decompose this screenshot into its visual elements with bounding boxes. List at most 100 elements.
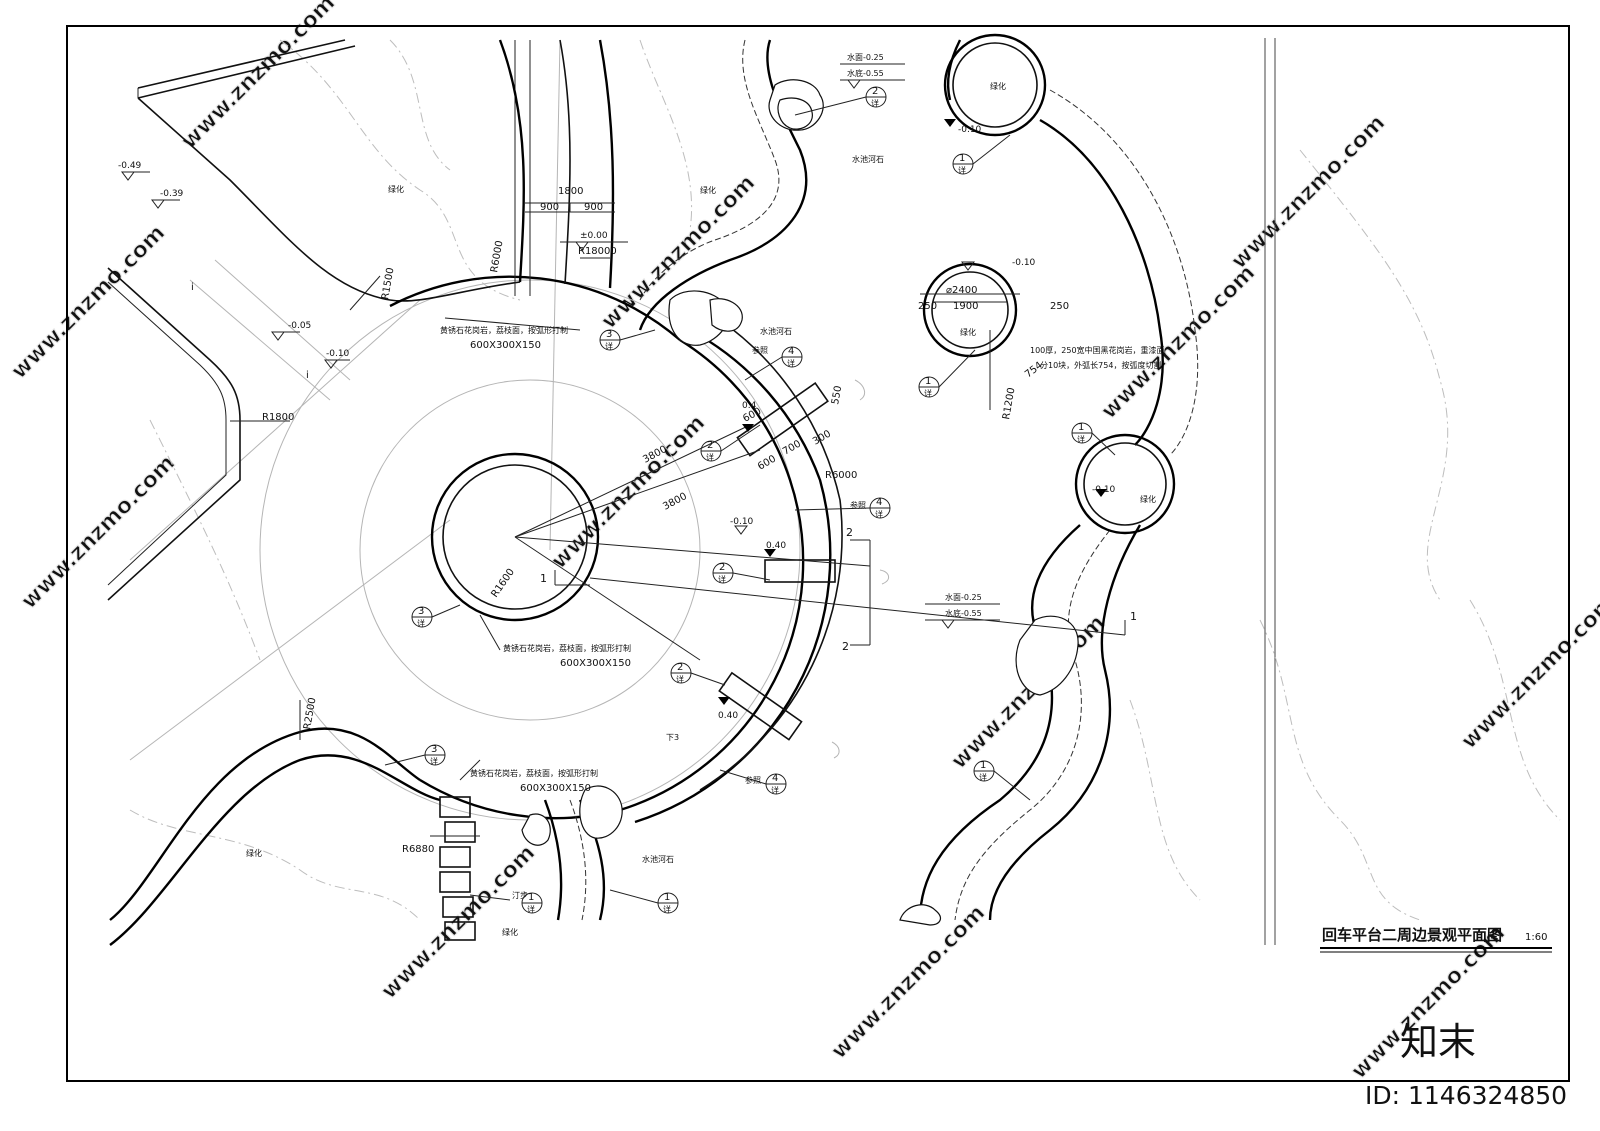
dimension-label: 900 xyxy=(584,202,603,213)
right-stream xyxy=(918,39,1199,921)
svg-text:详: 详 xyxy=(430,756,438,766)
dimension-label: 250 xyxy=(918,301,937,312)
dimension-label: 1900 xyxy=(953,301,978,312)
svg-text:详: 详 xyxy=(663,904,671,914)
elevation-label: -0.10 xyxy=(958,125,982,135)
elevation-label: -0.10 xyxy=(730,517,754,527)
svg-text:详: 详 xyxy=(875,509,883,519)
detail-marker: 1 详 xyxy=(952,134,1011,175)
detail-marker: 1 详 xyxy=(918,349,976,398)
paving-note: 黄锈石花岗岩，荔枝面，按弧形打制 xyxy=(470,768,598,778)
watermark-text: www.znzmo.com xyxy=(17,450,181,614)
detail-marker: 2 详 xyxy=(712,562,771,584)
paving-size: 600X300X150 xyxy=(520,783,591,794)
construction-circle xyxy=(359,379,701,721)
stream-rock-label: 水池河石 xyxy=(760,326,792,336)
svg-text:详: 详 xyxy=(771,785,779,795)
svg-text:1: 1 xyxy=(528,892,534,903)
water-bottom-label: 水底-0.55 xyxy=(847,68,884,78)
section-mark: 1 xyxy=(1130,610,1137,623)
driveway-edges xyxy=(107,39,521,601)
detail-marker: 3 详 xyxy=(384,744,446,766)
radius-label: R1500 xyxy=(380,267,396,301)
see-reference-label: 参照 xyxy=(752,345,768,355)
see-reference-label: 参照 xyxy=(745,775,761,785)
ring-note: 100厚，250宽中国黑花岗岩，重漆面 xyxy=(1030,345,1165,355)
stepping-stone-label: 汀步 xyxy=(512,891,528,900)
down-step-label: 下3 xyxy=(666,733,679,742)
green-label: 绿化 xyxy=(960,327,976,337)
detail-marker: 2 详 xyxy=(700,424,761,462)
svg-text:详: 详 xyxy=(979,772,987,782)
dimension-label: 700 xyxy=(781,439,803,458)
radius-label: R1600 xyxy=(489,567,517,600)
elevation-symbols xyxy=(121,79,1107,705)
svg-text:2: 2 xyxy=(872,86,878,97)
central-planter xyxy=(430,452,600,622)
dimension-label: 600 xyxy=(756,454,778,473)
svg-text:详: 详 xyxy=(924,388,932,398)
detail-marker: 1 详 xyxy=(973,760,1031,801)
construction-circle xyxy=(259,279,801,821)
radius-label: R6000 xyxy=(489,240,505,274)
detail-marker: 2 详 xyxy=(670,662,726,686)
elevation-label: -0.49 xyxy=(118,161,142,171)
id-watermark: ID: 1146324850 xyxy=(1365,1081,1567,1110)
svg-text:3: 3 xyxy=(418,606,424,617)
detail-marker: 4 详 xyxy=(794,497,891,519)
section-mark: 2 xyxy=(842,640,849,653)
svg-text:1: 1 xyxy=(959,153,965,164)
detail-marker: 1 详 xyxy=(609,889,679,914)
svg-text:详: 详 xyxy=(958,165,966,175)
svg-text:1: 1 xyxy=(925,376,931,387)
water-surface-label: 水面-0.25 xyxy=(847,52,884,62)
slope-tick: i xyxy=(306,370,309,381)
radius-label: R2500 xyxy=(302,697,318,731)
elevation-label: -0.05 xyxy=(288,321,311,331)
svg-text:4: 4 xyxy=(788,346,794,357)
svg-text:详: 详 xyxy=(605,341,613,351)
elevation-label: -0.10 xyxy=(1012,258,1036,268)
svg-text:4: 4 xyxy=(876,497,882,508)
water-surface-label: 水面-0.25 xyxy=(945,592,982,602)
elevation-label: 0.40 xyxy=(766,541,786,551)
svg-text:1: 1 xyxy=(1078,422,1084,433)
watermark-text: www.znzmo.com xyxy=(177,0,341,154)
paving-note: 黄锈石花岗岩，荔枝面，按弧形打制 xyxy=(503,643,631,653)
section-mark: 2 xyxy=(846,526,853,539)
svg-text:详: 详 xyxy=(787,358,795,368)
dimension-label: 1800 xyxy=(558,186,583,197)
svg-text:3: 3 xyxy=(431,744,437,755)
dimension-label: 250 xyxy=(1050,301,1069,312)
stepping-stones xyxy=(439,796,476,941)
detail-marker: 2 详 xyxy=(794,86,887,116)
svg-text:详: 详 xyxy=(871,98,879,108)
elevation-label: -0.10 xyxy=(1092,485,1116,495)
see-reference-label: 参照 xyxy=(850,500,866,510)
svg-text:2: 2 xyxy=(719,562,725,573)
detail-marker: 4 详 xyxy=(719,769,787,795)
drawing-scale: 1:60 xyxy=(1525,932,1547,943)
drawing-title: 回车平台二周边景观平面图 xyxy=(1322,926,1502,944)
radius-label: R6880 xyxy=(402,844,434,855)
detail-marker: 1 详 xyxy=(1071,422,1116,456)
svg-text:详: 详 xyxy=(676,674,684,684)
elevation-label: 0.40 xyxy=(718,711,738,721)
green-label: 绿化 xyxy=(700,185,716,195)
slope-tick: i xyxy=(191,282,194,293)
dimension-label: 3800 xyxy=(661,491,689,513)
elevation-label: -0.39 xyxy=(160,189,184,199)
watermark-text: www.znzmo.com xyxy=(827,900,991,1064)
elevation-label: -0.10 xyxy=(326,349,350,359)
title-block: 回车平台二周边景观平面图 1:60 xyxy=(1320,926,1552,953)
svg-text:4: 4 xyxy=(772,773,778,784)
svg-text:详: 详 xyxy=(1077,434,1085,444)
green-label: 绿化 xyxy=(388,184,404,194)
watermark-text: www.znzmo.com xyxy=(1097,260,1261,424)
svg-text:详: 详 xyxy=(718,574,726,584)
svg-text:详: 详 xyxy=(527,904,535,914)
leader-lines xyxy=(128,63,1126,901)
elevation-label: 0.4 xyxy=(742,401,757,411)
section-mark: 1 xyxy=(540,572,547,585)
